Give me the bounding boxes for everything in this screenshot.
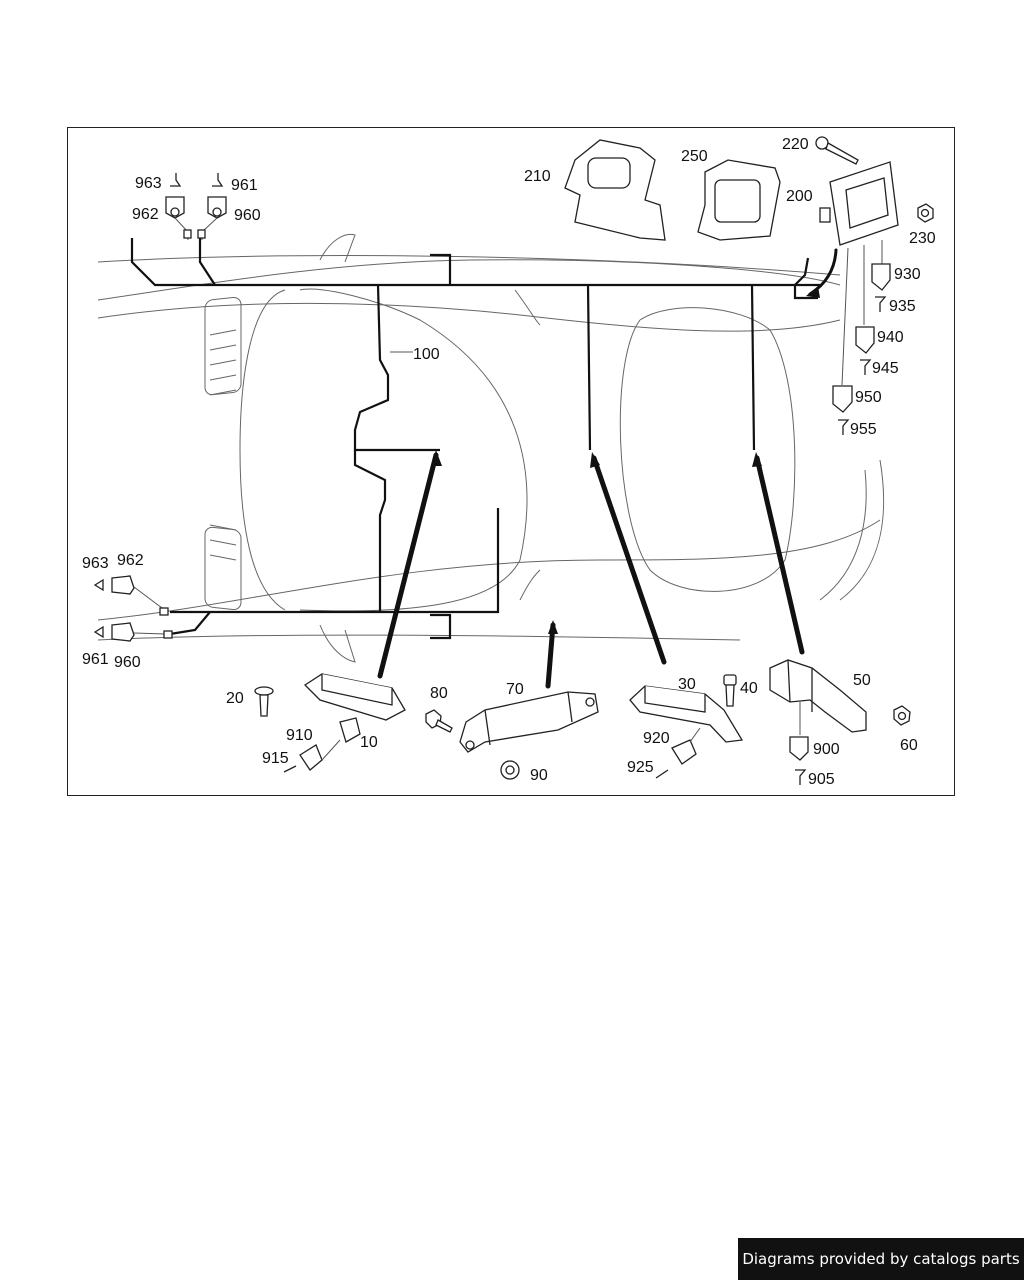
clip-20 — [254, 686, 274, 717]
callout-labels: 963 961 962 960 210 250 220 200 230 930 … — [82, 136, 936, 788]
label-950: 950 — [855, 389, 882, 406]
connector-930 — [871, 263, 891, 291]
pin-905 — [795, 769, 807, 785]
bolt-80 — [425, 709, 453, 733]
label-40: 40 — [740, 680, 758, 697]
bracket-210 — [564, 139, 666, 241]
label-900: 900 — [813, 741, 840, 758]
label-20: 20 — [226, 690, 244, 707]
nut-90 — [500, 760, 520, 780]
label-961-side: 961 — [82, 651, 109, 668]
connector-925 — [655, 769, 669, 779]
label-100: 100 — [413, 346, 440, 363]
bracket-70 — [459, 691, 599, 753]
bracket-50 — [769, 659, 867, 733]
wiring-harness — [130, 238, 820, 640]
label-30: 30 — [678, 676, 696, 693]
label-90: 90 — [530, 767, 548, 784]
label-910: 910 — [286, 727, 313, 744]
assembly-arrows — [377, 248, 838, 689]
connector-920 — [671, 739, 697, 765]
pin-961-side — [93, 625, 104, 639]
label-50: 50 — [853, 672, 871, 689]
pin-961-top — [212, 173, 224, 187]
label-963-side: 963 — [82, 555, 109, 572]
footer-text: Diagrams provided by catalogs parts — [742, 1250, 1020, 1268]
connector-940 — [855, 326, 875, 354]
label-945: 945 — [872, 360, 899, 377]
label-230: 230 — [909, 230, 936, 247]
connector-900 — [789, 736, 809, 761]
pin-945 — [860, 359, 872, 375]
nut-230 — [917, 203, 934, 223]
bracket-30 — [629, 685, 744, 743]
connector-960-top — [207, 196, 227, 219]
connector-962-side — [111, 575, 135, 595]
label-963: 963 — [135, 175, 162, 192]
label-210: 210 — [524, 168, 551, 185]
pin-963-side — [93, 578, 104, 592]
label-940: 940 — [877, 329, 904, 346]
label-70: 70 — [506, 681, 524, 698]
label-962-side: 962 — [117, 552, 144, 569]
connector-950 — [832, 385, 853, 413]
label-930: 930 — [894, 266, 921, 283]
label-200: 200 — [786, 188, 813, 205]
label-60: 60 — [900, 737, 918, 754]
label-935: 935 — [889, 298, 916, 315]
bolt-40 — [723, 674, 737, 707]
label-915: 915 — [262, 750, 289, 767]
label-920: 920 — [643, 730, 670, 747]
label-250: 250 — [681, 148, 708, 165]
label-960-side: 960 — [114, 654, 141, 671]
connector-910 — [339, 717, 361, 743]
bracket-250 — [697, 159, 781, 241]
label-925: 925 — [627, 759, 654, 776]
pin-963-top — [170, 173, 182, 187]
label-10: 10 — [360, 734, 378, 751]
label-905: 905 — [808, 771, 835, 788]
pin-935 — [875, 296, 887, 312]
label-80: 80 — [430, 685, 448, 702]
diagram-frame — [67, 127, 955, 796]
label-220: 220 — [782, 136, 809, 153]
pin-955 — [838, 419, 850, 435]
screw-220 — [815, 136, 859, 165]
label-955: 955 — [850, 421, 877, 438]
label-962: 962 — [132, 206, 159, 223]
label-961: 961 — [231, 177, 258, 194]
control-unit-200 — [819, 161, 899, 246]
connector-960-side — [111, 622, 135, 642]
bracket-10 — [303, 673, 406, 721]
footer-credit: Diagrams provided by catalogs parts — [738, 1238, 1024, 1280]
connector-962-top — [165, 196, 185, 219]
label-960: 960 — [234, 207, 261, 224]
connector-leads — [841, 240, 883, 386]
nut-60 — [893, 705, 911, 726]
